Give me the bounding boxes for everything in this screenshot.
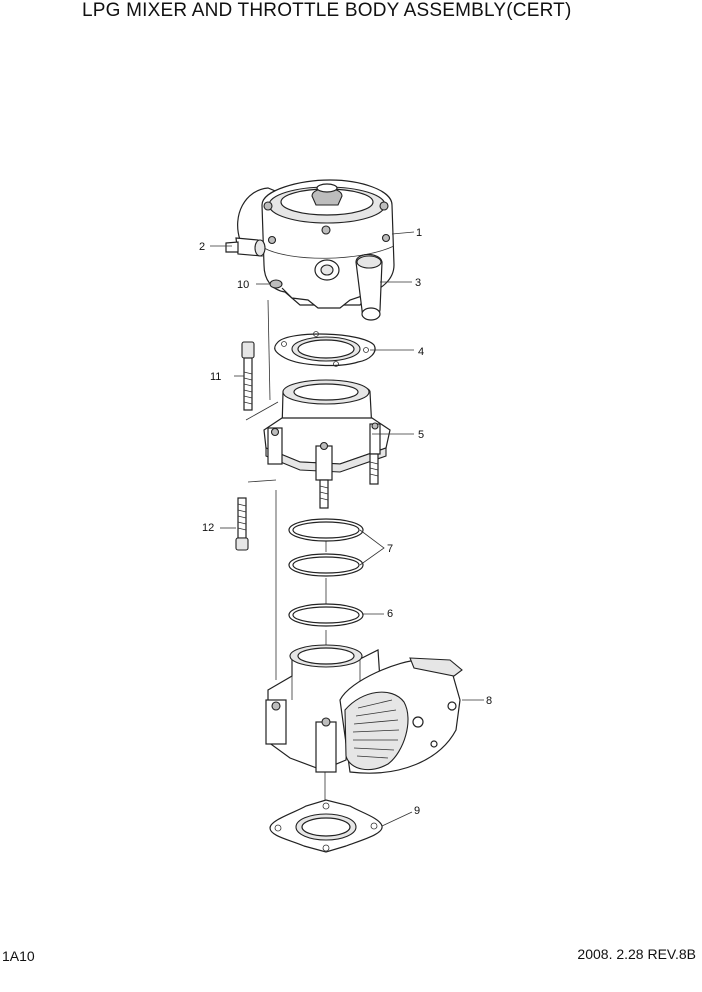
callout-8: 8 — [486, 695, 492, 707]
lpg-mixer — [225, 179, 395, 321]
throttle-body — [265, 644, 463, 774]
adapter-spacer — [263, 379, 391, 509]
callout-3: 3 — [415, 277, 421, 289]
bolt-11 — [241, 341, 255, 411]
page-title: LPG MIXER AND THROTTLE BODY ASSEMBLY(CER… — [82, 0, 572, 21]
callout-4: 4 — [418, 346, 424, 358]
callout-7: 7 — [387, 543, 393, 555]
callout-10: 10 — [237, 279, 249, 291]
bolt-12 — [235, 497, 249, 551]
callout-12: 12 — [202, 522, 214, 534]
callout-2: 2 — [199, 241, 205, 253]
o-rings-7 — [288, 518, 364, 577]
callout-9: 9 — [414, 805, 420, 817]
page-code: 1A10 — [2, 948, 35, 964]
callout-11: 11 — [210, 371, 221, 383]
o-ring-6 — [288, 603, 364, 627]
revision-label: 2008. 2.28 REV.8B — [577, 946, 696, 962]
callout-5: 5 — [418, 429, 424, 441]
lower-gasket — [269, 799, 383, 853]
upper-gasket — [274, 331, 376, 367]
callout-1: 1 — [416, 227, 422, 239]
callout-6: 6 — [387, 608, 393, 620]
